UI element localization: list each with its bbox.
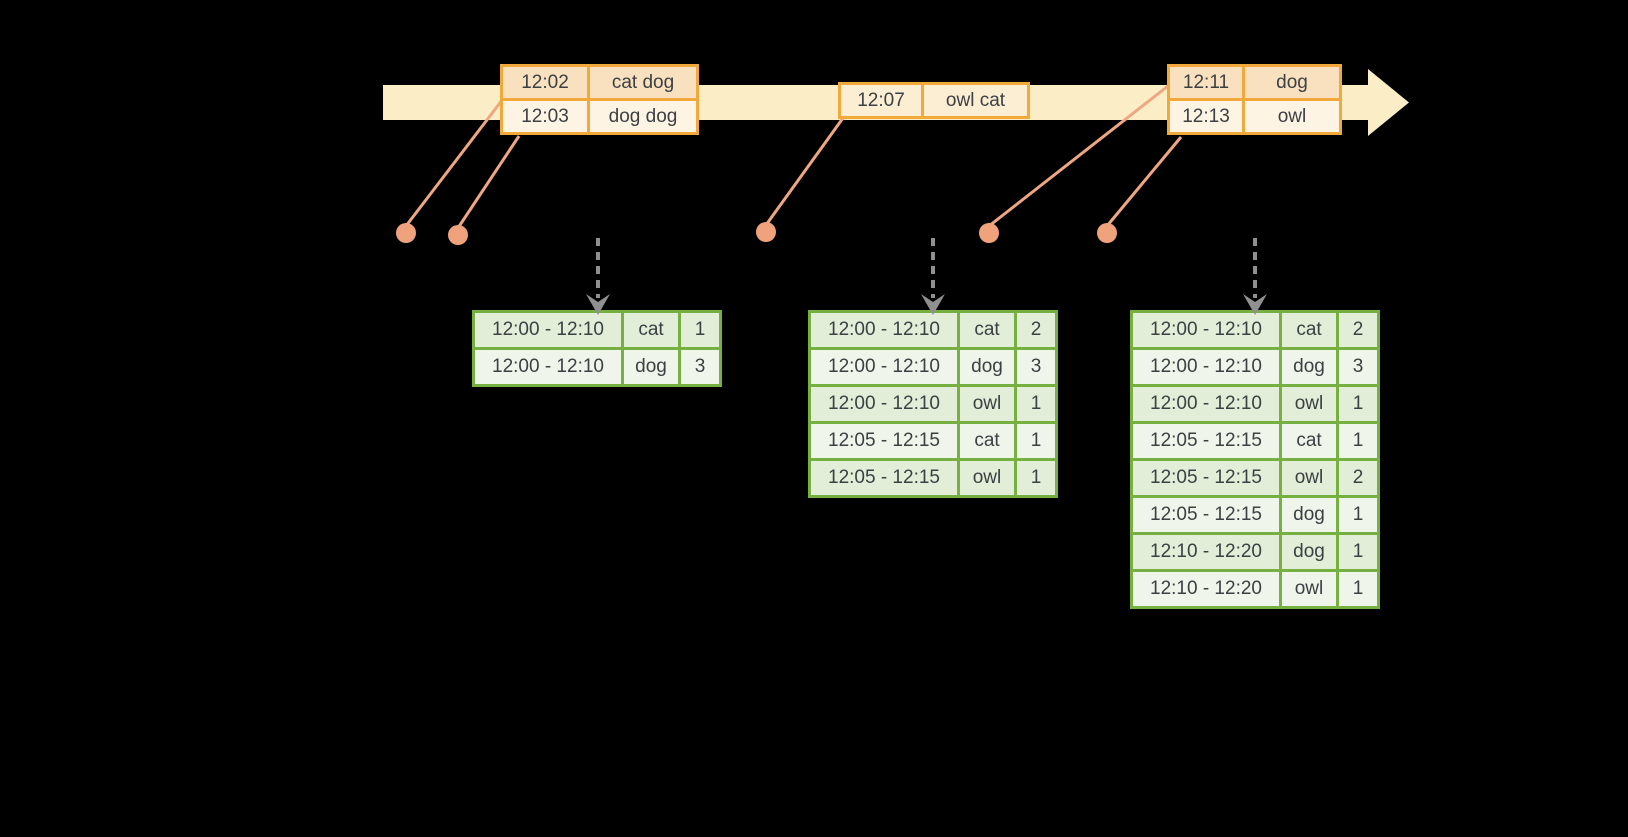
cell-count: 1 <box>1017 461 1055 495</box>
cell-words: cat dog <box>590 67 696 98</box>
event-dot-icon <box>448 225 468 245</box>
cell-window: 12:05 - 12:15 <box>1133 498 1279 532</box>
cell-count: 1 <box>1339 498 1377 532</box>
event-dot-icon <box>1097 223 1117 243</box>
cell-count: 3 <box>681 350 719 384</box>
cell-words: owl <box>1245 101 1339 132</box>
cell-count: 3 <box>1339 350 1377 384</box>
cell-word: owl <box>1282 387 1336 421</box>
cell-window: 12:05 - 12:15 <box>1133 424 1279 458</box>
connector-line <box>404 94 508 227</box>
cell-words: owl cat <box>924 85 1027 116</box>
cell-window: 12:10 - 12:20 <box>1133 535 1279 569</box>
trigger-arrow-icon <box>586 238 610 315</box>
cell-word: dog <box>1282 535 1336 569</box>
cell-time: 12:02 <box>503 67 587 98</box>
cell-word: owl <box>960 387 1014 421</box>
cell-time: 12:11 <box>1170 67 1242 98</box>
cell-time: 12:13 <box>1170 101 1242 132</box>
cell-window: 12:10 - 12:20 <box>1133 572 1279 606</box>
connector-line <box>456 135 521 229</box>
cell-count: 2 <box>1339 313 1377 347</box>
cell-count: 1 <box>681 313 719 347</box>
cell-count: 1 <box>1339 535 1377 569</box>
cell-word: cat <box>960 313 1014 347</box>
cell-count: 2 <box>1339 461 1377 495</box>
cell-time: 12:03 <box>503 101 587 132</box>
cell-word: cat <box>1282 313 1336 347</box>
cell-word: owl <box>1282 461 1336 495</box>
cell-word: owl <box>1282 572 1336 606</box>
cell-window: 12:05 - 12:15 <box>811 424 957 458</box>
event-dot-icon <box>396 223 416 243</box>
trigger-arrow-icon <box>1243 238 1267 315</box>
cell-count: 3 <box>1017 350 1055 384</box>
cell-word: dog <box>1282 350 1336 384</box>
cell-count: 2 <box>1017 313 1055 347</box>
cell-words: dog <box>1245 67 1339 98</box>
cell-count: 1 <box>1339 387 1377 421</box>
cell-window: 12:00 - 12:10 <box>1133 387 1279 421</box>
event-dot-icon <box>979 223 999 243</box>
trigger-arrow-icon <box>921 238 945 315</box>
cell-window: 12:00 - 12:10 <box>1133 350 1279 384</box>
connector-line <box>1105 136 1183 227</box>
cell-count: 1 <box>1017 424 1055 458</box>
cell-window: 12:00 - 12:10 <box>475 313 621 347</box>
cell-window: 12:05 - 12:15 <box>811 461 957 495</box>
cell-word: owl <box>960 461 1014 495</box>
cell-window: 12:00 - 12:10 <box>811 313 957 347</box>
cell-window: 12:05 - 12:15 <box>1133 461 1279 495</box>
cell-window: 12:00 - 12:10 <box>1133 313 1279 347</box>
cell-time: 12:07 <box>841 85 921 116</box>
cell-word: dog <box>960 350 1014 384</box>
cell-word: dog <box>1282 498 1336 532</box>
cell-window: 12:00 - 12:10 <box>475 350 621 384</box>
timeline-arrowhead-icon <box>1368 69 1409 136</box>
cell-window: 12:00 - 12:10 <box>811 387 957 421</box>
connector-line <box>764 117 845 226</box>
cell-words: dog dog <box>590 101 696 132</box>
cell-word: cat <box>624 313 678 347</box>
cell-count: 1 <box>1339 424 1377 458</box>
cell-word: dog <box>624 350 678 384</box>
cell-word: cat <box>1282 424 1336 458</box>
event-dot-icon <box>756 222 776 242</box>
cell-word: cat <box>960 424 1014 458</box>
cell-count: 1 <box>1339 572 1377 606</box>
cell-window: 12:00 - 12:10 <box>811 350 957 384</box>
cell-count: 1 <box>1017 387 1055 421</box>
